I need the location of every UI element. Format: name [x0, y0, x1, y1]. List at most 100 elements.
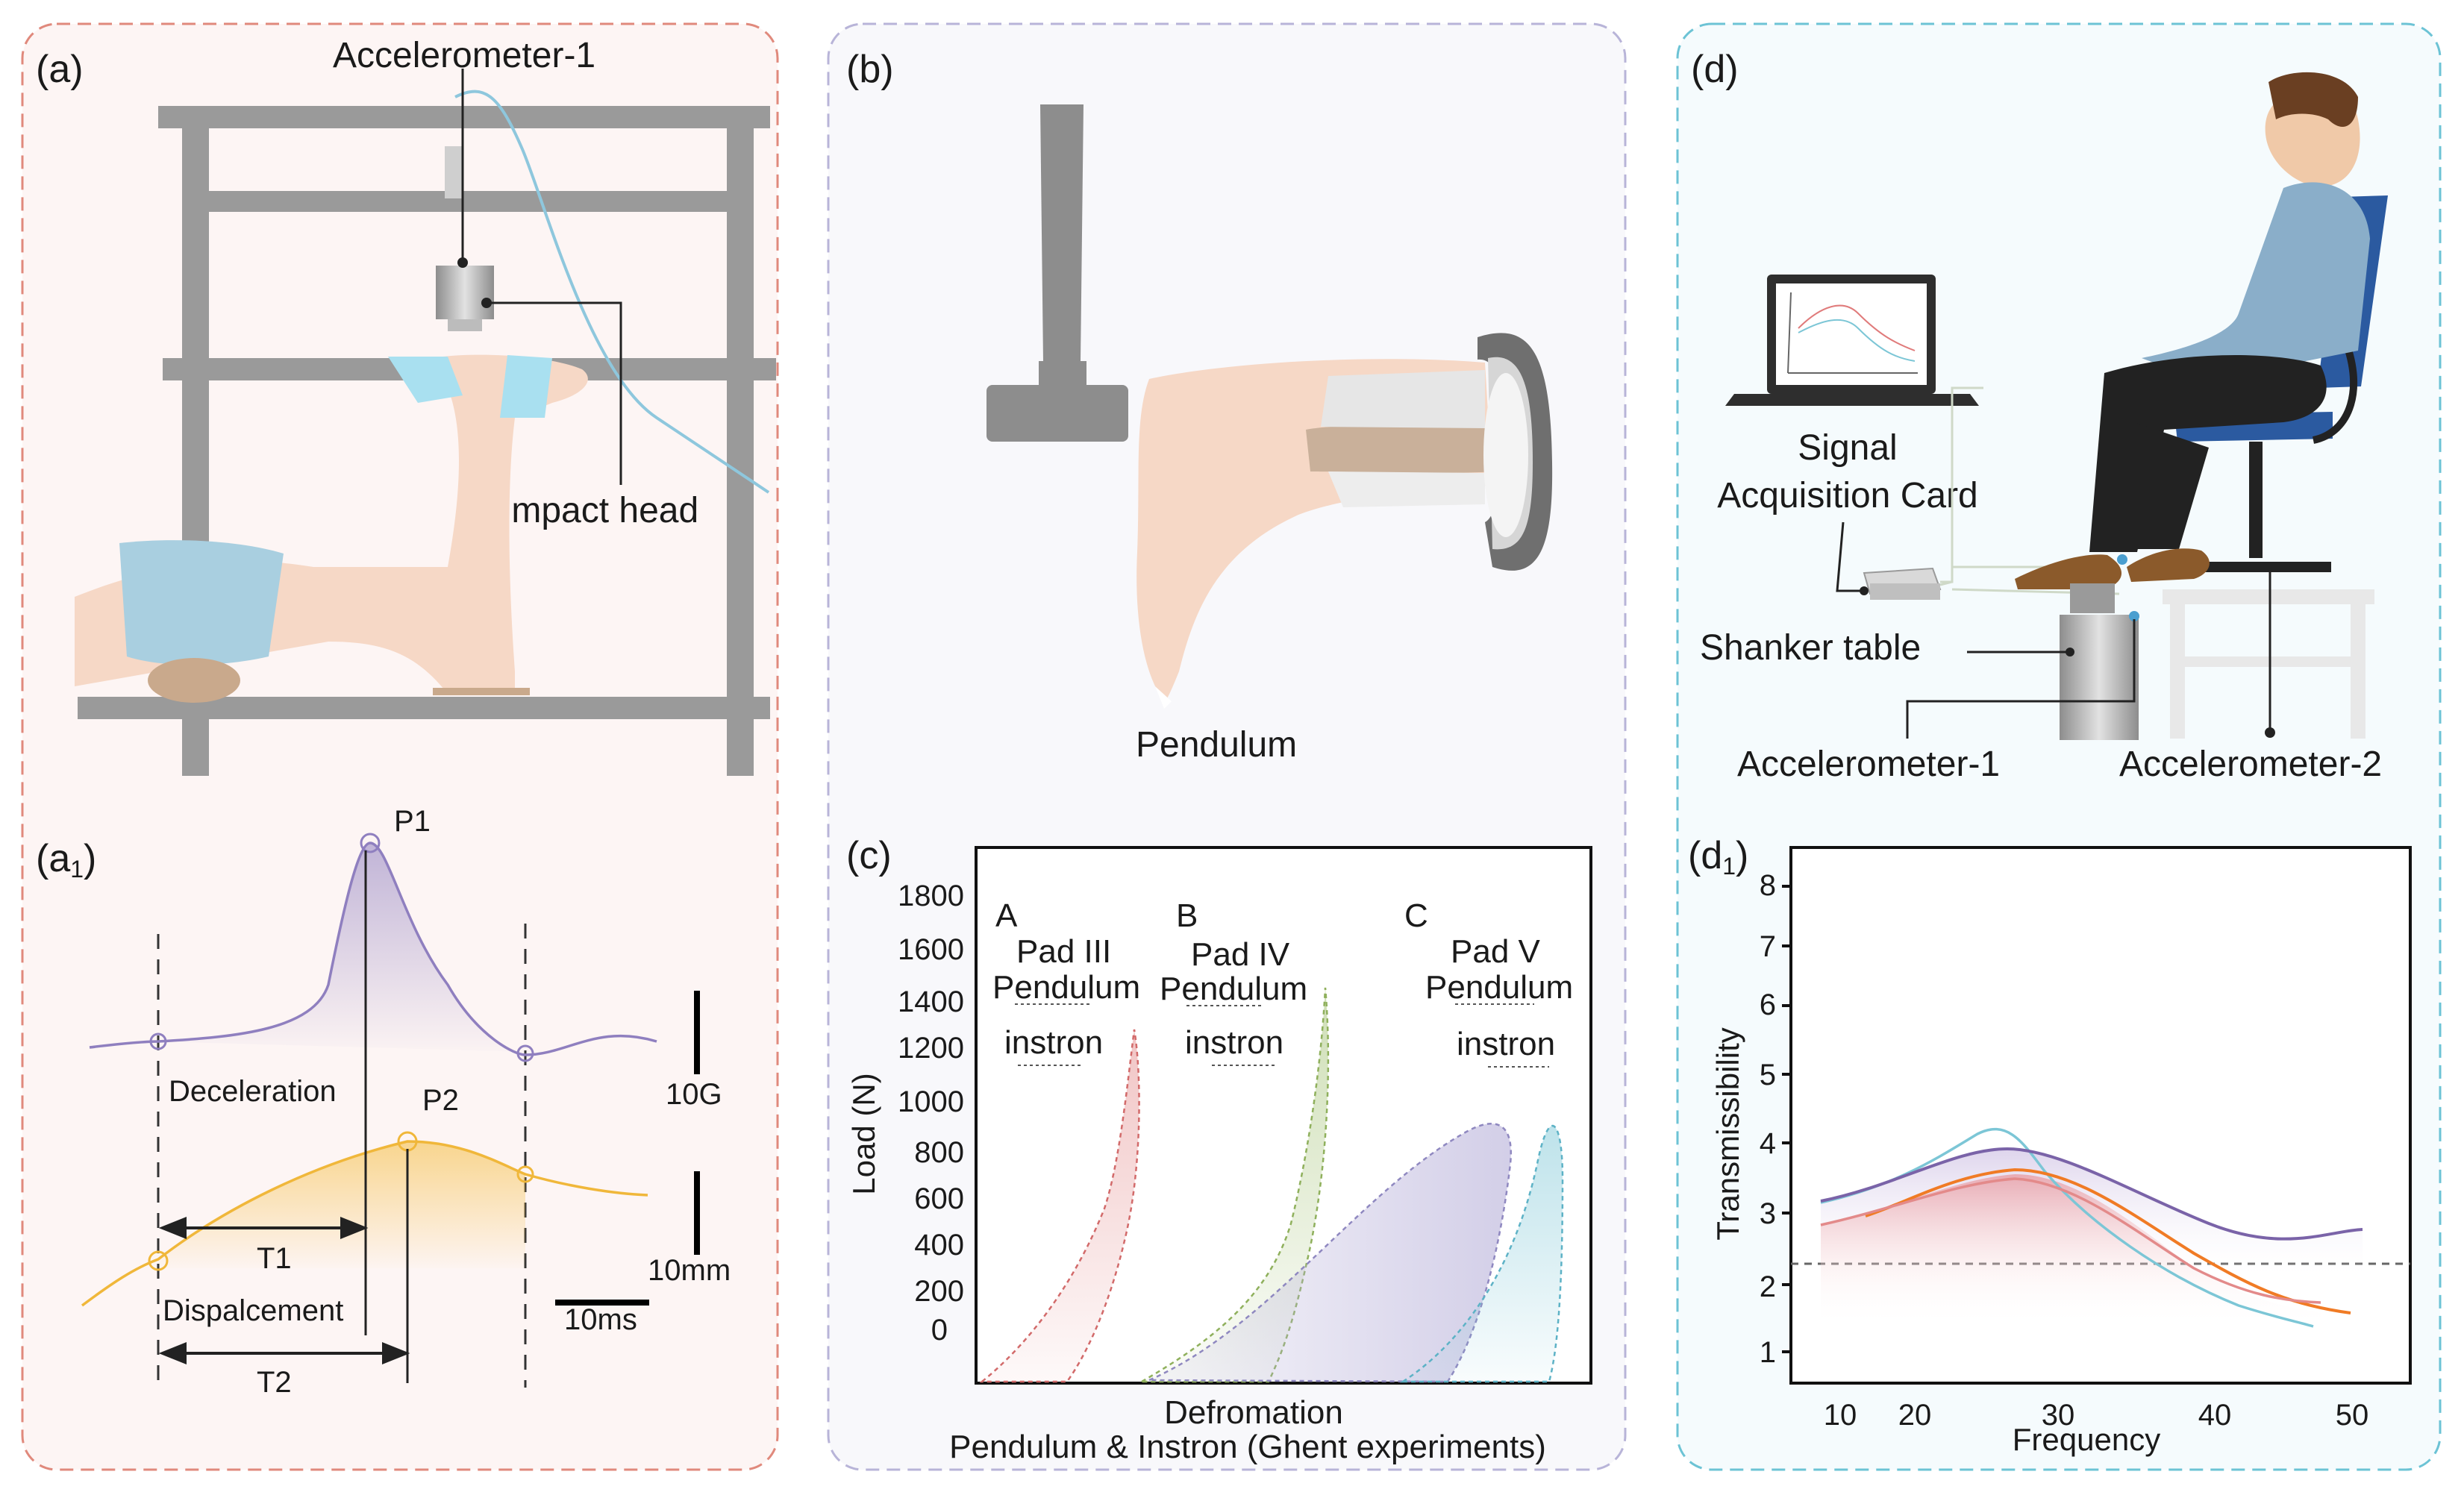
d1-orange-curve: [1865, 1168, 2351, 1314]
d1-ytick-7: 7: [1760, 930, 1776, 963]
shaker-table: [2060, 554, 2139, 740]
c-ytick-1400: 1400: [898, 985, 964, 1018]
c-dotted-underlines: [1015, 1003, 1549, 1068]
d1-xtick-20: 20: [1898, 1399, 1932, 1432]
p2-label: P2: [422, 1084, 459, 1117]
acquisition-card-icon: [1863, 567, 1942, 600]
d1-ytick-6: 6: [1760, 988, 1776, 1021]
decel-start-marker: [149, 1032, 167, 1050]
c-group-a-pad: Pad III: [1016, 933, 1111, 970]
d1-xtick-10: 10: [1824, 1399, 1857, 1432]
d1-ytick-5: 5: [1760, 1059, 1776, 1091]
c-group-b: B Pad IV Pendulum instron: [1160, 897, 1307, 1061]
card-leader: [1836, 521, 1864, 592]
c-group-c-pad: Pad V: [1451, 933, 1541, 970]
d1-red-fill: [1821, 1174, 2321, 1328]
c-ytick-200: 200: [914, 1275, 964, 1308]
accelerometer-2-dot: [2265, 727, 2275, 738]
stool: [2163, 589, 2374, 739]
c-group-a-method1: Pendulum: [992, 969, 1140, 1006]
p1-marker: [360, 833, 381, 853]
chart-c-yticks: 1800 1600 1400 1200 1000 800 600 400 200…: [898, 880, 964, 1347]
loop-pad-v-instron: [1399, 1124, 1564, 1383]
d1-xtick-40: 40: [2198, 1399, 2232, 1432]
d1-xticks: 10 20 30 40 50: [1824, 1399, 2369, 1432]
displacement-fill: [158, 1141, 525, 1268]
d1-ytick-3: 3: [1760, 1197, 1776, 1230]
d1-purple-curve: [1820, 1147, 2363, 1241]
c-group-a-letter: A: [995, 897, 1018, 934]
sensor-cable: [454, 90, 770, 494]
t2-label: T2: [257, 1366, 292, 1399]
signal-card-label-1: Signal: [1798, 428, 1897, 468]
d1-red-curve: [1820, 1177, 2321, 1304]
laptop-icon: [1725, 275, 1979, 406]
c-group-b-method1: Pendulum: [1160, 971, 1307, 1007]
d1-ylabel: Transmissibility: [1710, 1027, 1745, 1240]
displacement-curve: [81, 1140, 648, 1307]
disp-start-marker: [148, 1250, 169, 1271]
panel-c-tag: (c): [846, 834, 892, 877]
c-ytick-1000: 1000: [898, 1085, 964, 1118]
c-group-b-letter: B: [1176, 897, 1198, 934]
impactor: [436, 146, 494, 331]
panel-a-border: [21, 22, 779, 1471]
panel-b-tag: (b): [846, 48, 894, 91]
accelerometer-dot: [457, 257, 468, 268]
c-group-a-method2: instron: [1004, 1024, 1103, 1061]
accelerometer-label: Accelerometer-1: [333, 36, 595, 75]
seated-person: [2015, 72, 2370, 589]
deceleration-label: Deceleration: [169, 1075, 337, 1108]
c-ytick-800: 800: [914, 1136, 964, 1169]
d1-xtick-50: 50: [2336, 1399, 2369, 1432]
c-ytick-1800: 1800: [898, 880, 964, 912]
scale-g-label: 10G: [666, 1078, 722, 1111]
c-ytick-1200: 1200: [898, 1032, 964, 1065]
t2-arrow: [158, 1342, 410, 1364]
p1-label: P1: [394, 805, 431, 838]
impact-head-label: Impact head: [501, 491, 698, 530]
shanker-leader-dot: [2066, 648, 2074, 656]
c-group-c-method2: instron: [1457, 1026, 1555, 1062]
deceleration-curve: [89, 842, 657, 1056]
d1-ytick-2: 2: [1760, 1270, 1776, 1303]
signal-card-label-2: Acquisition Card: [1717, 476, 1978, 515]
panel-a: (a) Accelerometer-1 Impact head: [21, 22, 779, 1471]
decel-end-marker: [516, 1044, 534, 1062]
accelerometer-2-label: Accelerometer-2: [2119, 745, 2382, 784]
c-ytick-600: 600: [914, 1182, 964, 1215]
c-group-b-pad: Pad IV: [1191, 936, 1290, 973]
loop-pad-iii: [979, 1029, 1140, 1383]
panel-d1: (d1) 8 7 6 5 4 3 2 1 10 20 30 40 50: [1688, 834, 2412, 1457]
c-group-c: C Pad V Pendulum instron: [1404, 897, 1573, 1062]
shanker-table-label: Shanker table: [1700, 628, 1921, 668]
t1-label: T1: [257, 1242, 292, 1275]
c-ytick-1600: 1600: [898, 933, 964, 966]
c-ylabel: Load (N): [846, 1073, 881, 1194]
panel-d1-tag: (d1): [1688, 834, 1748, 880]
t1-arrow: [158, 1217, 369, 1239]
d1-ytick-1: 1: [1760, 1336, 1776, 1369]
subject-figure: [75, 354, 588, 703]
accelerometer-1-leader: [1906, 619, 2136, 739]
foot-specimen: [1136, 359, 1492, 709]
c-group-c-method1: Pendulum: [1425, 969, 1573, 1006]
d1-xlabel: Frequency: [2013, 1422, 2160, 1457]
scale-ms-label: 10ms: [564, 1303, 637, 1336]
d1-yticks-marks: [1782, 885, 1791, 1353]
c-caption: Pendulum & Instron (Ghent experiments): [949, 1429, 1546, 1465]
c-ytick-400: 400: [914, 1229, 964, 1262]
d1-xtick-30: 30: [2042, 1399, 2075, 1432]
card-leader-dot: [1860, 586, 1869, 595]
loop-pad-iv: [1138, 987, 1330, 1383]
impact-head-dot: [481, 298, 492, 308]
pendulum-hammer: [986, 104, 1128, 442]
c-xlabel: Defromation: [1164, 1394, 1343, 1431]
impact-head-leader: [487, 301, 622, 485]
d1-yticks: 8 7 6 5 4 3 2 1: [1760, 869, 1776, 1369]
scale-mm-label: 10mm: [648, 1254, 731, 1287]
pendulum-label: Pendulum: [1136, 725, 1297, 765]
c-group-b-method2: instron: [1185, 1024, 1283, 1061]
d1-ytick-8: 8: [1760, 869, 1776, 902]
